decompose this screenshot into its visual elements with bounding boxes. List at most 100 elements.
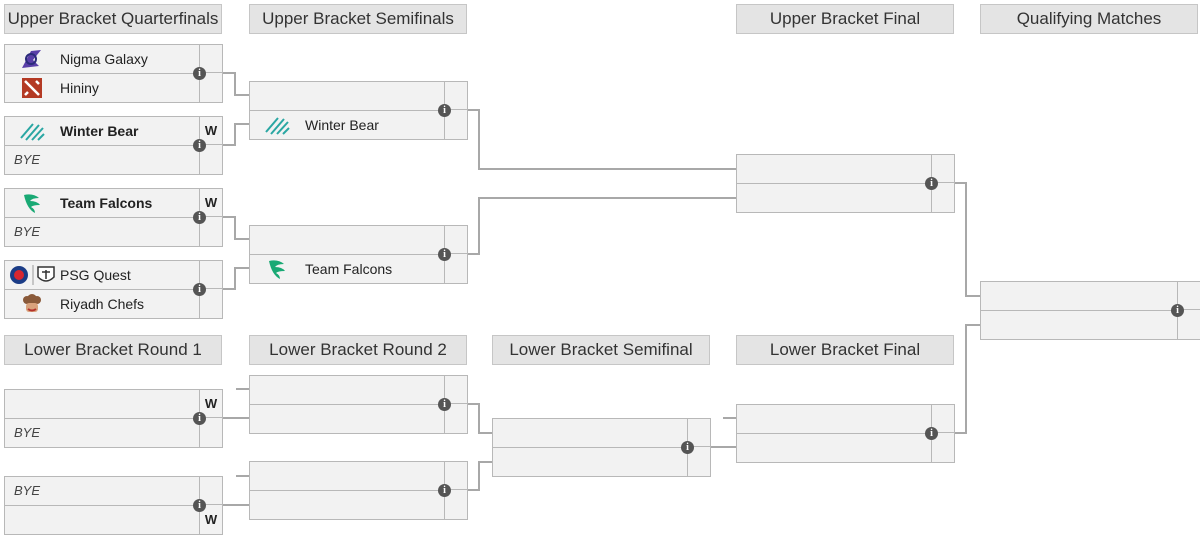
match-slot[interactable] <box>250 491 444 519</box>
score-cell <box>444 111 467 139</box>
header-upper-bracket-final: Upper Bracket Final <box>736 4 954 34</box>
match-slot[interactable] <box>737 405 931 434</box>
team-name: Nigma Galaxy <box>60 51 148 67</box>
team-name: Hininy <box>60 80 99 96</box>
match-slot[interactable] <box>250 226 444 255</box>
team-name: Winter Bear <box>305 117 379 133</box>
match-info-icon[interactable]: i <box>193 211 206 224</box>
match-info-icon[interactable]: i <box>438 104 451 117</box>
match-slot[interactable]: BYE <box>5 477 199 506</box>
score-cell <box>444 82 467 110</box>
match-info-icon[interactable]: i <box>193 412 206 425</box>
score-cell <box>931 184 954 212</box>
score-cell <box>444 462 467 490</box>
match-slot[interactable]: Hininy <box>5 74 199 102</box>
score-cell <box>687 419 710 447</box>
match-lbr1-1[interactable]: BYE W i <box>4 389 223 448</box>
match-slot[interactable] <box>5 390 199 419</box>
match-slot[interactable] <box>981 282 1177 311</box>
match-lb-semifinal[interactable]: i <box>492 418 711 477</box>
match-info-icon[interactable]: i <box>1171 304 1184 317</box>
match-slot[interactable]: BYE <box>5 146 199 174</box>
psg-quest-logo-icon <box>8 264 58 286</box>
header-upper-bracket-quarterfinals: Upper Bracket Quarterfinals <box>4 4 222 34</box>
match-slot[interactable] <box>981 311 1177 339</box>
match-slot[interactable] <box>493 419 687 448</box>
match-slot[interactable]: Team Falcons <box>250 255 444 283</box>
match-slot[interactable]: BYE <box>5 218 199 246</box>
team-name: Team Falcons <box>305 261 393 277</box>
score-cell <box>444 405 467 433</box>
score-cell <box>1177 282 1200 310</box>
match-slot[interactable] <box>250 405 444 433</box>
match-lbr2-2[interactable]: i <box>249 461 468 520</box>
riyadh-chefs-logo-icon <box>19 293 45 315</box>
score-cell <box>1177 311 1200 339</box>
score-cell <box>931 405 954 433</box>
team-name: Team Falcons <box>60 195 153 211</box>
match-ubsf-1[interactable]: Winter Bear i <box>249 81 468 140</box>
header-lower-bracket-final: Lower Bracket Final <box>736 335 954 365</box>
match-slot[interactable]: Nigma Galaxy <box>5 45 199 74</box>
match-slot[interactable]: Winter Bear <box>250 111 444 139</box>
match-info-icon[interactable]: i <box>438 248 451 261</box>
match-ub-final[interactable]: i <box>736 154 955 213</box>
match-info-icon[interactable]: i <box>925 177 938 190</box>
match-slot[interactable]: Riyadh Chefs <box>5 290 199 318</box>
match-slot[interactable] <box>250 462 444 491</box>
score-cell: W <box>199 390 222 418</box>
match-slot[interactable]: Team Falcons <box>5 189 199 218</box>
match-ubqf-4[interactable]: PSG Quest Riyadh Chefs i <box>4 260 223 319</box>
header-lower-bracket-semifinal: Lower Bracket Semifinal <box>492 335 710 365</box>
header-lower-bracket-round-1: Lower Bracket Round 1 <box>4 335 222 365</box>
match-info-icon[interactable]: i <box>438 398 451 411</box>
score-cell <box>199 261 222 289</box>
match-slot[interactable]: PSG Quest <box>5 261 199 290</box>
match-ubqf-1[interactable]: Nigma Galaxy Hininy i <box>4 44 223 103</box>
bye-label: BYE <box>14 425 41 440</box>
match-slot[interactable]: BYE <box>5 419 199 447</box>
dota2-logo-icon <box>19 77 45 99</box>
match-info-icon[interactable]: i <box>193 67 206 80</box>
match-ubqf-2[interactable]: Winter Bear BYE W i <box>4 116 223 175</box>
team-falcons-logo-icon <box>19 192 45 214</box>
match-lb-final[interactable]: i <box>736 404 955 463</box>
score-cell <box>931 434 954 462</box>
team-falcons-logo-icon <box>264 258 290 280</box>
match-slot[interactable] <box>737 184 931 212</box>
match-slot[interactable] <box>250 376 444 405</box>
team-name: PSG Quest <box>60 267 131 283</box>
match-slot[interactable] <box>737 434 931 462</box>
match-qualifying[interactable]: i <box>980 281 1200 340</box>
match-info-icon[interactable]: i <box>925 427 938 440</box>
winter-bear-logo-icon <box>19 120 45 142</box>
match-info-icon[interactable]: i <box>681 441 694 454</box>
bye-label: BYE <box>14 224 41 239</box>
match-ubsf-2[interactable]: Team Falcons i <box>249 225 468 284</box>
match-slot[interactable] <box>5 506 199 534</box>
match-lbr2-1[interactable]: i <box>249 375 468 434</box>
score-cell <box>931 155 954 183</box>
score-cell <box>444 491 467 519</box>
team-name: Winter Bear <box>60 123 139 139</box>
match-slot[interactable]: Winter Bear <box>5 117 199 146</box>
match-lbr1-2[interactable]: BYE W i <box>4 476 223 535</box>
header-lower-bracket-round-2: Lower Bracket Round 2 <box>249 335 467 365</box>
team-name: Riyadh Chefs <box>60 296 145 312</box>
score-cell: W <box>199 189 222 217</box>
match-info-icon[interactable]: i <box>193 499 206 512</box>
bye-label: BYE <box>14 483 41 498</box>
score-cell <box>444 376 467 404</box>
score-cell <box>199 218 222 246</box>
score-cell <box>444 255 467 283</box>
match-slot[interactable] <box>493 448 687 476</box>
match-slot[interactable] <box>250 82 444 111</box>
match-ubqf-3[interactable]: Team Falcons BYE W i <box>4 188 223 247</box>
match-info-icon[interactable]: i <box>193 139 206 152</box>
score-cell <box>199 290 222 318</box>
score-cell <box>199 146 222 174</box>
match-info-icon[interactable]: i <box>438 484 451 497</box>
match-slot[interactable] <box>737 155 931 184</box>
match-info-icon[interactable]: i <box>193 283 206 296</box>
